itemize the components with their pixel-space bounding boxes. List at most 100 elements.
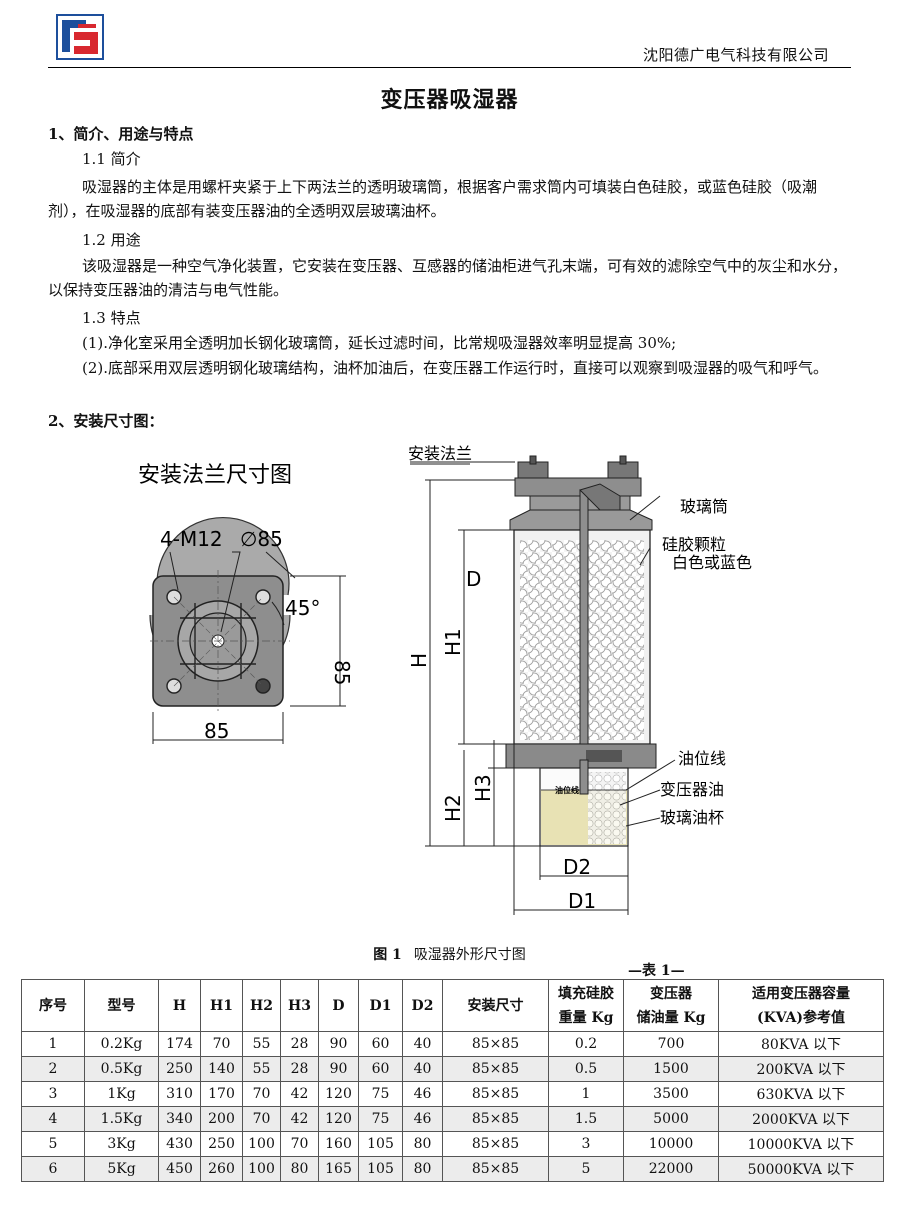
breather-dimension-lines	[410, 461, 676, 915]
table-header: 序号	[21, 979, 85, 1032]
oil-mark-text: 油位线	[555, 785, 579, 795]
company-logo	[56, 14, 104, 60]
table-cell: 42	[280, 1081, 319, 1107]
table-cell: 3500	[623, 1081, 719, 1107]
flange-diagram-title: 安装法兰尺寸图	[138, 463, 292, 488]
table-cell: 2	[21, 1056, 85, 1082]
table-cell: 700	[623, 1031, 719, 1057]
angle-label: 45°	[285, 596, 320, 620]
label-D1: D1	[568, 889, 596, 913]
label-silica-2: 白色或蓝色	[672, 553, 752, 572]
table-cell: 42	[280, 1106, 319, 1132]
label-silica-1: 硅胶颗粒	[662, 535, 726, 554]
label-oil-line: 油位线	[678, 749, 726, 768]
table-header: H1	[200, 979, 243, 1032]
table-cell: 10000KVA 以下	[718, 1131, 884, 1157]
table-cell: 75	[358, 1106, 403, 1132]
table-cell: 0.2	[548, 1031, 624, 1057]
table-cell: 10000	[623, 1131, 719, 1157]
table-cell: 450	[158, 1156, 201, 1182]
table-header: 型号	[84, 979, 159, 1032]
section-1-heading: 1、简介、用途与特点	[48, 125, 194, 143]
flange-width-label: 85	[204, 719, 229, 743]
table-cell: 70	[242, 1081, 281, 1107]
company-name: 沈阳德广电气科技有限公司	[642, 46, 829, 64]
table-cell: 100	[242, 1131, 281, 1157]
section-1-1-heading: 1.1 简介	[82, 150, 141, 168]
table-cell: 0.5	[548, 1056, 624, 1082]
table-cell: 140	[200, 1056, 243, 1082]
table-cell: 70	[242, 1106, 281, 1132]
table-cell: 80	[402, 1131, 443, 1157]
table-tag: —表 1—	[628, 963, 685, 979]
table-cell: 160	[318, 1131, 359, 1157]
table-cell: 28	[280, 1056, 319, 1082]
table-header-capacity: 适用变压器容量(KVA)参考值	[718, 979, 884, 1032]
section-1-3-heading: 1.3 特点	[82, 309, 141, 327]
table-cell: 60	[358, 1056, 403, 1082]
table-cell: 120	[318, 1081, 359, 1107]
table-cell: 1500	[623, 1056, 719, 1082]
bolt-spec-label: 4-M12	[160, 527, 223, 551]
breather-assembly: 油位线	[505, 455, 657, 847]
diameter-label: ∅85	[240, 527, 283, 551]
table-cell: 40	[402, 1031, 443, 1057]
table-cell: 105	[358, 1156, 403, 1182]
table-cell: 3	[548, 1131, 624, 1157]
table-header: 安装尺寸	[442, 979, 549, 1032]
table-cell: 5	[21, 1131, 85, 1157]
label-transformer-oil: 变压器油	[660, 780, 724, 799]
table-cell: 28	[280, 1031, 319, 1057]
table-cell: 80	[280, 1156, 319, 1182]
table-cell: 120	[318, 1106, 359, 1132]
table-cell: 0.5Kg	[84, 1056, 159, 1082]
table-cell: 46	[402, 1106, 443, 1132]
table-cell: 85×85	[442, 1031, 549, 1057]
table-cell: 174	[158, 1031, 201, 1057]
table-cell: 430	[158, 1131, 201, 1157]
table-cell: 55	[242, 1056, 281, 1082]
table-cell: 5Kg	[84, 1156, 159, 1182]
section-1-1-text: 吸湿器的主体是用螺杆夹紧于上下两法兰的透明玻璃筒，根据客户需求筒内可填装白色硅胶…	[48, 178, 818, 220]
table-cell: 5000	[623, 1106, 719, 1132]
table-cell: 170	[200, 1081, 243, 1107]
table-header-silica: 填充硅胶重量 Kg	[548, 979, 624, 1032]
table-cell: 22000	[623, 1156, 719, 1182]
table-cell: 40	[402, 1056, 443, 1082]
table-cell: 85×85	[442, 1081, 549, 1107]
table-cell: 1	[21, 1031, 85, 1057]
table-cell: 1	[548, 1081, 624, 1107]
label-glass-tube: 玻璃筒	[680, 497, 728, 516]
table-cell: 5	[548, 1156, 624, 1182]
section-1-2-text: 该吸湿器是一种空气净化装置，它安装在变压器、互感器的储油柜进气孔末端，可有效的滤…	[48, 257, 848, 299]
label-D2: D2	[563, 855, 591, 879]
table-cell: 75	[358, 1081, 403, 1107]
table-cell: 200KVA 以下	[718, 1056, 884, 1082]
section-1-3-item-2: (2).底部采用双层透明钢化玻璃结构，油杯加油后，在变压器工作运行时，直接可以观…	[82, 359, 829, 377]
table-cell: 85×85	[442, 1106, 549, 1132]
table-cell: 6	[21, 1156, 85, 1182]
table-cell: 310	[158, 1081, 201, 1107]
table-header: D1	[358, 979, 403, 1032]
section-1-3-item-1: (1).净化室采用全透明加长钢化玻璃筒，延长过滤时间，比常规吸湿器效率明显提高 …	[82, 334, 677, 352]
table-cell: 85×85	[442, 1131, 549, 1157]
table-cell: 340	[158, 1106, 201, 1132]
table-cell: 1Kg	[84, 1081, 159, 1107]
label-H2: H2	[441, 794, 465, 822]
table-header-row: 序号 型号 H H1 H2 H3 D D1 D2 安装尺寸 填充硅胶重量 Kg …	[21, 979, 884, 1032]
flange-height-label: 85	[330, 660, 354, 685]
flange-dimension-lines	[152, 551, 346, 744]
page-title: 变压器吸湿器	[380, 87, 519, 113]
table-cell: 250	[158, 1056, 201, 1082]
figure-caption-text: 吸湿器外形尺寸图	[413, 947, 526, 963]
table-header: H	[158, 979, 201, 1032]
table-cell: 260	[200, 1156, 243, 1182]
table-cell: 80KVA 以下	[718, 1031, 884, 1057]
